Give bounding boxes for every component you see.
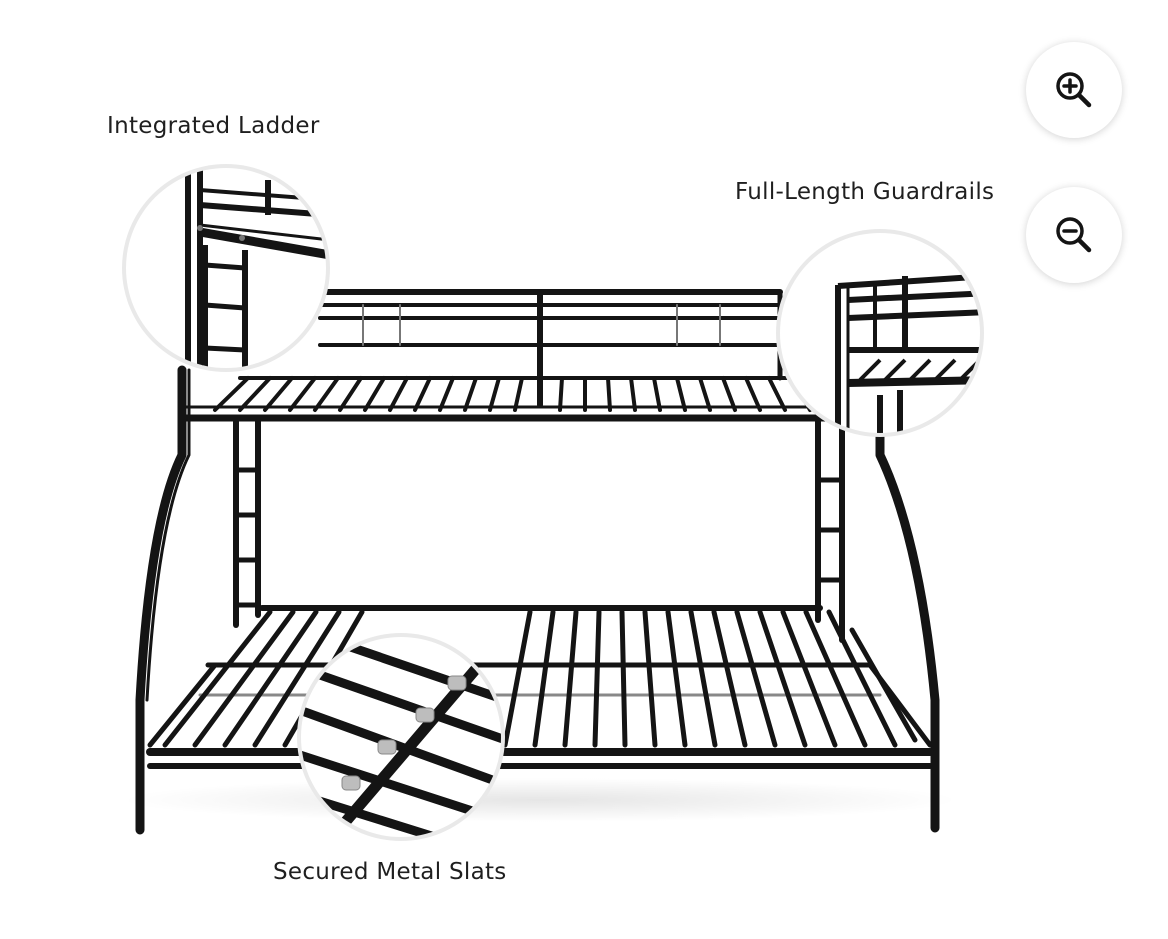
ladder-callout xyxy=(122,164,330,372)
slats-callout xyxy=(297,633,505,841)
zoom-in-button[interactable] xyxy=(1026,42,1122,138)
guardrails-callout xyxy=(776,229,984,437)
zoom-out-icon xyxy=(1056,217,1092,253)
full-length-guardrails-label: Full-Length Guardrails xyxy=(735,179,995,205)
secured-metal-slats-label: Secured Metal Slats xyxy=(273,859,507,885)
zoom-out-button[interactable] xyxy=(1026,187,1122,283)
zoom-in-icon xyxy=(1056,72,1092,108)
floor-shadow xyxy=(120,778,960,822)
integrated-ladder-label: Integrated Ladder xyxy=(107,113,320,139)
